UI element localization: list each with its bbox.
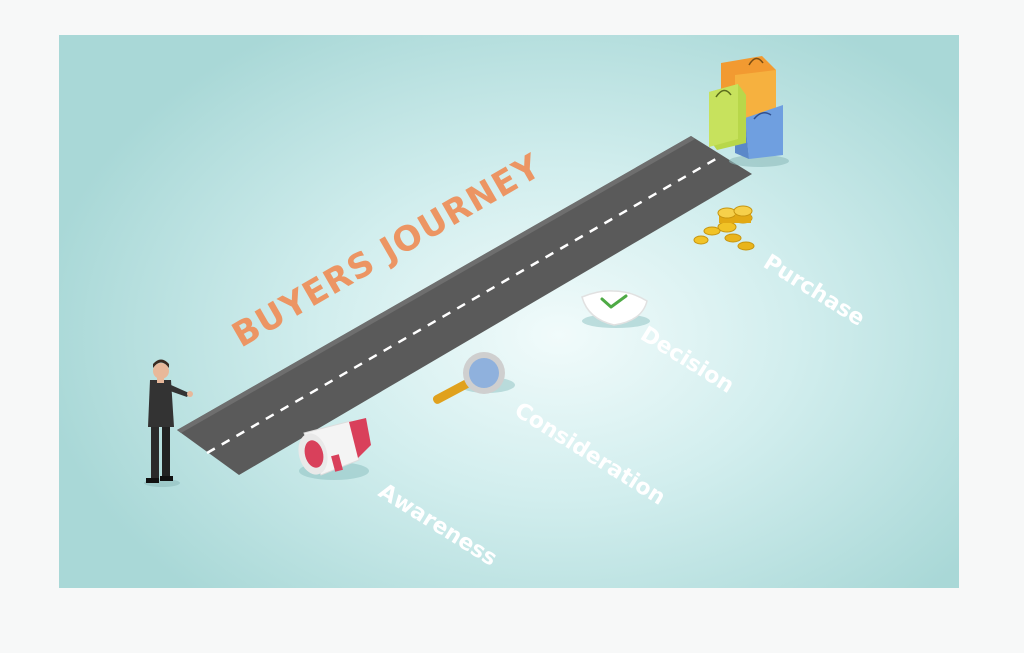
stage-label-awareness: Awareness xyxy=(374,479,502,572)
coins-icon xyxy=(693,205,755,251)
shopping-bags-icon xyxy=(709,56,789,167)
road xyxy=(177,136,752,475)
illustration-panel: BUYERS JOURNEY xyxy=(59,35,959,588)
stage-label-purchase: Purchase xyxy=(759,250,869,332)
stage-label-consideration: Consideration xyxy=(510,398,670,511)
buyers-journey-illustration: BUYERS JOURNEY xyxy=(144,56,869,572)
road-center-line xyxy=(206,154,722,455)
businessman-figure xyxy=(144,359,193,487)
megaphone-icon xyxy=(298,418,371,480)
magnifying-glass-icon xyxy=(432,352,515,404)
stage-label-decision: Decision xyxy=(636,322,738,399)
check-shield-icon xyxy=(581,290,650,328)
